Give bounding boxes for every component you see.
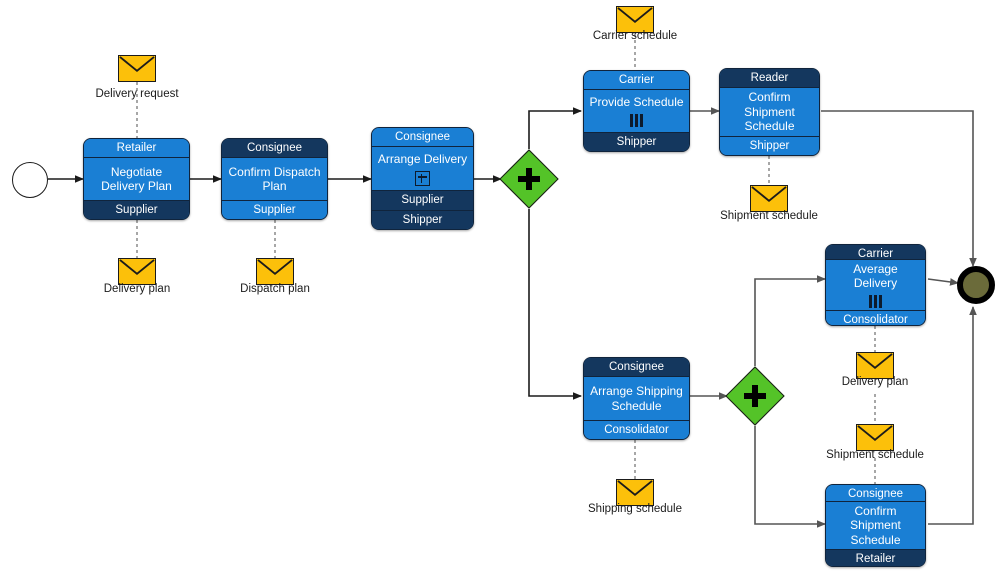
message-icon-shipping-schedule[interactable] xyxy=(616,479,654,506)
envelope-flap-icon xyxy=(119,259,155,284)
task-body: Provide Schedule xyxy=(584,90,689,132)
envelope-flap-icon xyxy=(751,186,787,211)
task-footer-lane: Consolidator xyxy=(584,419,689,439)
task-confirm-shipment-schedule-reader[interactable]: Reader Confirm Shipment Schedule Shipper xyxy=(719,68,820,156)
task-label: Arrange Shipping Schedule xyxy=(590,384,683,413)
envelope-flap-icon xyxy=(857,353,893,378)
task-arrange-shipping-schedule[interactable]: Consignee Arrange Shipping Schedule Cons… xyxy=(583,357,690,440)
task-footer-lane-2: Shipper xyxy=(372,209,473,229)
multi-instance-parallel-icon xyxy=(869,295,882,309)
task-footer-lane: Retailer xyxy=(826,549,925,566)
task-body: Arrange Delivery xyxy=(372,147,473,191)
task-footer-lane: Supplier xyxy=(84,199,189,219)
end-event[interactable] xyxy=(957,266,995,304)
task-header-lane: Carrier xyxy=(826,245,925,260)
task-footer-lane-1: Supplier xyxy=(372,190,473,210)
subprocess-plus-icon xyxy=(415,170,430,186)
task-negotiate-delivery-plan[interactable]: Retailer Negotiate Delivery Plan Supplie… xyxy=(83,138,190,220)
message-icon-delivery-plan-2[interactable] xyxy=(856,352,894,379)
task-header-lane: Carrier xyxy=(584,71,689,91)
message-label-delivery-request: Delivery request xyxy=(95,88,179,100)
task-label: Negotiate Delivery Plan xyxy=(101,164,172,193)
message-icon-shipment-schedule-1[interactable] xyxy=(750,185,788,212)
task-label: Confirm Dispatch Plan xyxy=(228,164,321,193)
message-icon-shipment-schedule-2[interactable] xyxy=(856,424,894,451)
task-confirm-dispatch-plan[interactable]: Consignee Confirm Dispatch Plan Supplier xyxy=(221,138,328,220)
task-provide-schedule[interactable]: Carrier Provide Schedule Shipper xyxy=(583,70,690,152)
message-label-carrier-schedule: Carrier schedule xyxy=(592,30,678,42)
task-confirm-shipment-schedule-consignee[interactable]: Consignee Confirm Shipment Schedule Reta… xyxy=(825,484,926,567)
task-arrange-delivery[interactable]: Consignee Arrange Delivery Supplier Ship… xyxy=(371,127,474,230)
task-footer-lane: Supplier xyxy=(222,199,327,219)
message-label-delivery-plan-2: Delivery plan xyxy=(841,376,909,388)
task-label: Provide Schedule xyxy=(589,94,684,109)
task-body: Confirm Dispatch Plan xyxy=(222,158,327,200)
task-header-lane: Consignee xyxy=(372,128,473,148)
task-label: Arrange Delivery xyxy=(377,152,468,167)
task-header-lane: Consignee xyxy=(826,485,925,502)
task-header-lane: Reader xyxy=(720,69,819,89)
flow-gateway2-to-confirm-shipment-consignee xyxy=(754,426,826,528)
multi-instance-parallel-icon xyxy=(630,114,643,128)
start-event[interactable] xyxy=(12,162,48,198)
flow-gateway2-to-average-delivery xyxy=(754,275,826,366)
envelope-flap-icon xyxy=(119,56,155,81)
plus-icon xyxy=(735,376,775,416)
task-footer-lane: Consolidator xyxy=(826,310,925,325)
flow-average-delivery-to-end xyxy=(927,278,959,286)
envelope-flap-icon xyxy=(617,7,653,32)
task-body: Confirm Shipment Schedule xyxy=(826,501,925,550)
flow-confirm-reader-to-end xyxy=(821,110,977,267)
envelope-flap-icon xyxy=(617,480,653,505)
task-label: Confirm Shipment Schedule xyxy=(744,90,795,134)
message-label-dispatch-plan: Dispatch plan xyxy=(240,283,310,295)
task-body: Arrange Shipping Schedule xyxy=(584,377,689,420)
task-footer-lane: Shipper xyxy=(584,131,689,151)
task-header-lane: Retailer xyxy=(84,139,189,159)
message-icon-delivery-request[interactable] xyxy=(118,55,156,82)
task-footer-lane: Shipper xyxy=(720,135,819,155)
message-icon-dispatch-plan[interactable] xyxy=(256,258,294,285)
message-icon-delivery-plan-1[interactable] xyxy=(118,258,156,285)
envelope-flap-icon xyxy=(257,259,293,284)
task-average-delivery[interactable]: Carrier Average Delivery Consolidator xyxy=(825,244,926,326)
task-label: Confirm Shipment Schedule xyxy=(850,503,901,547)
task-body: Negotiate Delivery Plan xyxy=(84,158,189,200)
plus-icon xyxy=(509,159,549,199)
task-header-lane: Consignee xyxy=(222,139,327,159)
parallel-gateway-2[interactable] xyxy=(725,366,785,426)
task-body: Confirm Shipment Schedule xyxy=(720,88,819,136)
flow-gateway1-to-arrange-shipping-schedule xyxy=(528,209,582,400)
task-body: Average Delivery xyxy=(826,259,925,311)
task-header-lane: Consignee xyxy=(584,358,689,378)
flow-confirm-shipment-consignee-to-end xyxy=(928,306,977,525)
message-label-shipment-schedule-2: Shipment schedule xyxy=(826,449,924,461)
message-icon-carrier-schedule[interactable] xyxy=(616,6,654,33)
message-label-shipment-schedule-1: Shipment schedule xyxy=(720,210,818,222)
task-label: Average Delivery xyxy=(853,261,898,290)
message-label-shipping-schedule: Shipping schedule xyxy=(588,503,682,515)
message-label-delivery-plan-1: Delivery plan xyxy=(103,283,171,295)
flow-gateway1-to-provide-schedule xyxy=(528,107,582,149)
parallel-gateway-1[interactable] xyxy=(499,149,559,209)
envelope-flap-icon xyxy=(857,425,893,450)
